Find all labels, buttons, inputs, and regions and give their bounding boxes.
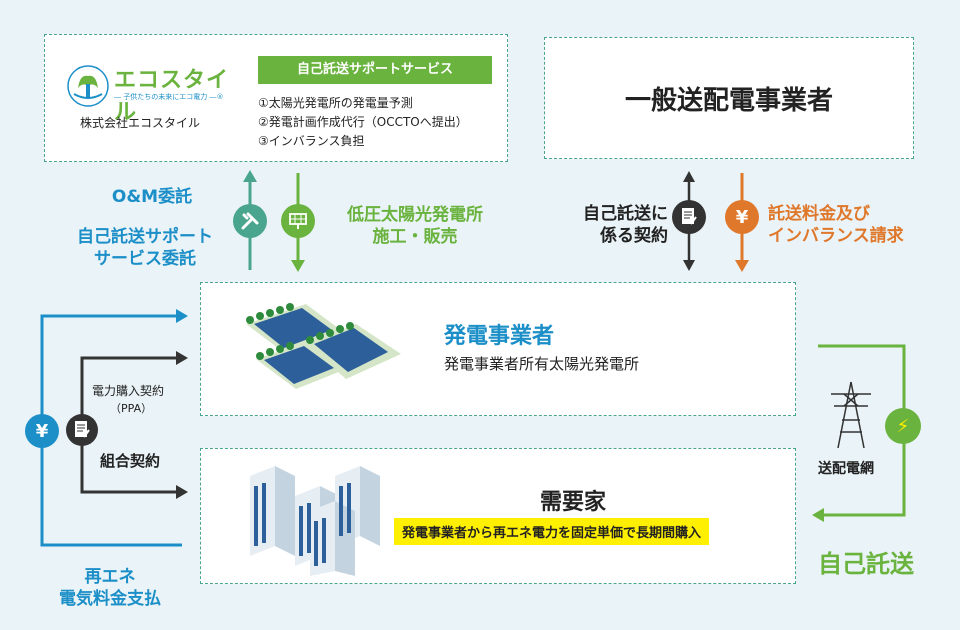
logo-name: エコスタイル (114, 68, 230, 125)
logo-mark-icon (67, 65, 109, 107)
construction-label-line2: 施工・販売 (372, 227, 458, 247)
construction-label-line1: 低圧太陽光発電所 (347, 205, 483, 225)
ppa-label-line1: 電力購入契約 (92, 384, 165, 398)
contract-document-icon (66, 414, 98, 446)
support-label-line1: 自己託送サポート (77, 227, 213, 247)
transmission-operator-box: 一般送配電事業者 (544, 37, 914, 159)
generator-subtitle: 発電事業者所有太陽光発電所 (444, 355, 640, 373)
union-contract-label: 組合契約 (100, 452, 161, 470)
om-label: O&M委託 (111, 187, 193, 207)
contract-label-line1: 自己託送に (583, 204, 668, 224)
generator-title: 発電事業者 (444, 324, 555, 349)
service-item-1: ①太陽光発電所の発電量予測 (258, 96, 413, 110)
service-item-3: ③インバランス負担 (258, 134, 365, 148)
buildings-illustration (250, 466, 380, 576)
support-label-line2: サービス委託 (94, 249, 196, 269)
service-title: 自己託送サポートサービス (258, 56, 492, 84)
yen-payment-icon: ¥ (25, 414, 59, 448)
transmission-tower-icon (831, 381, 871, 449)
payment-label-line1: 再エネ (84, 567, 136, 587)
ppa-label-line2: （PPA） (110, 402, 153, 415)
eco-style-service-box (44, 34, 508, 162)
transmission-operator-title: 一般送配電事業者 (624, 85, 833, 116)
company-logo: エコスタイル ― 子供たちの未来にエコ電力 ―® (66, 62, 236, 125)
yen-icon: ¥ (725, 200, 759, 234)
self-wheeling-label: 自己託送 (818, 550, 914, 578)
lightning-icon: ⚡ (885, 408, 921, 444)
solar-farm-illustration (246, 303, 401, 389)
wrench-icon (233, 204, 267, 238)
service-item-2: ②発電計画作成代行（OCCTOへ提出） (258, 115, 468, 129)
company-name: 株式会社エコスタイル (80, 116, 201, 130)
grid-label: 送配電網 (818, 461, 874, 477)
contract-label-line2: 係る契約 (600, 226, 668, 246)
solar-panel-icon (281, 204, 315, 238)
payment-label-line2: 電気料金支払 (59, 589, 161, 609)
consumer-subtitle: 発電事業者から再エネ電力を固定単価で長期間購入 (394, 518, 710, 545)
consumer-title: 需要家 (540, 490, 607, 515)
fee-label-line2: インバランス請求 (768, 226, 904, 246)
fee-label-line1: 託送料金及び (768, 204, 870, 224)
logo-tagline: ― 子供たちの未来にエコ電力 ―® (114, 93, 224, 101)
contract-document-icon (672, 200, 706, 234)
